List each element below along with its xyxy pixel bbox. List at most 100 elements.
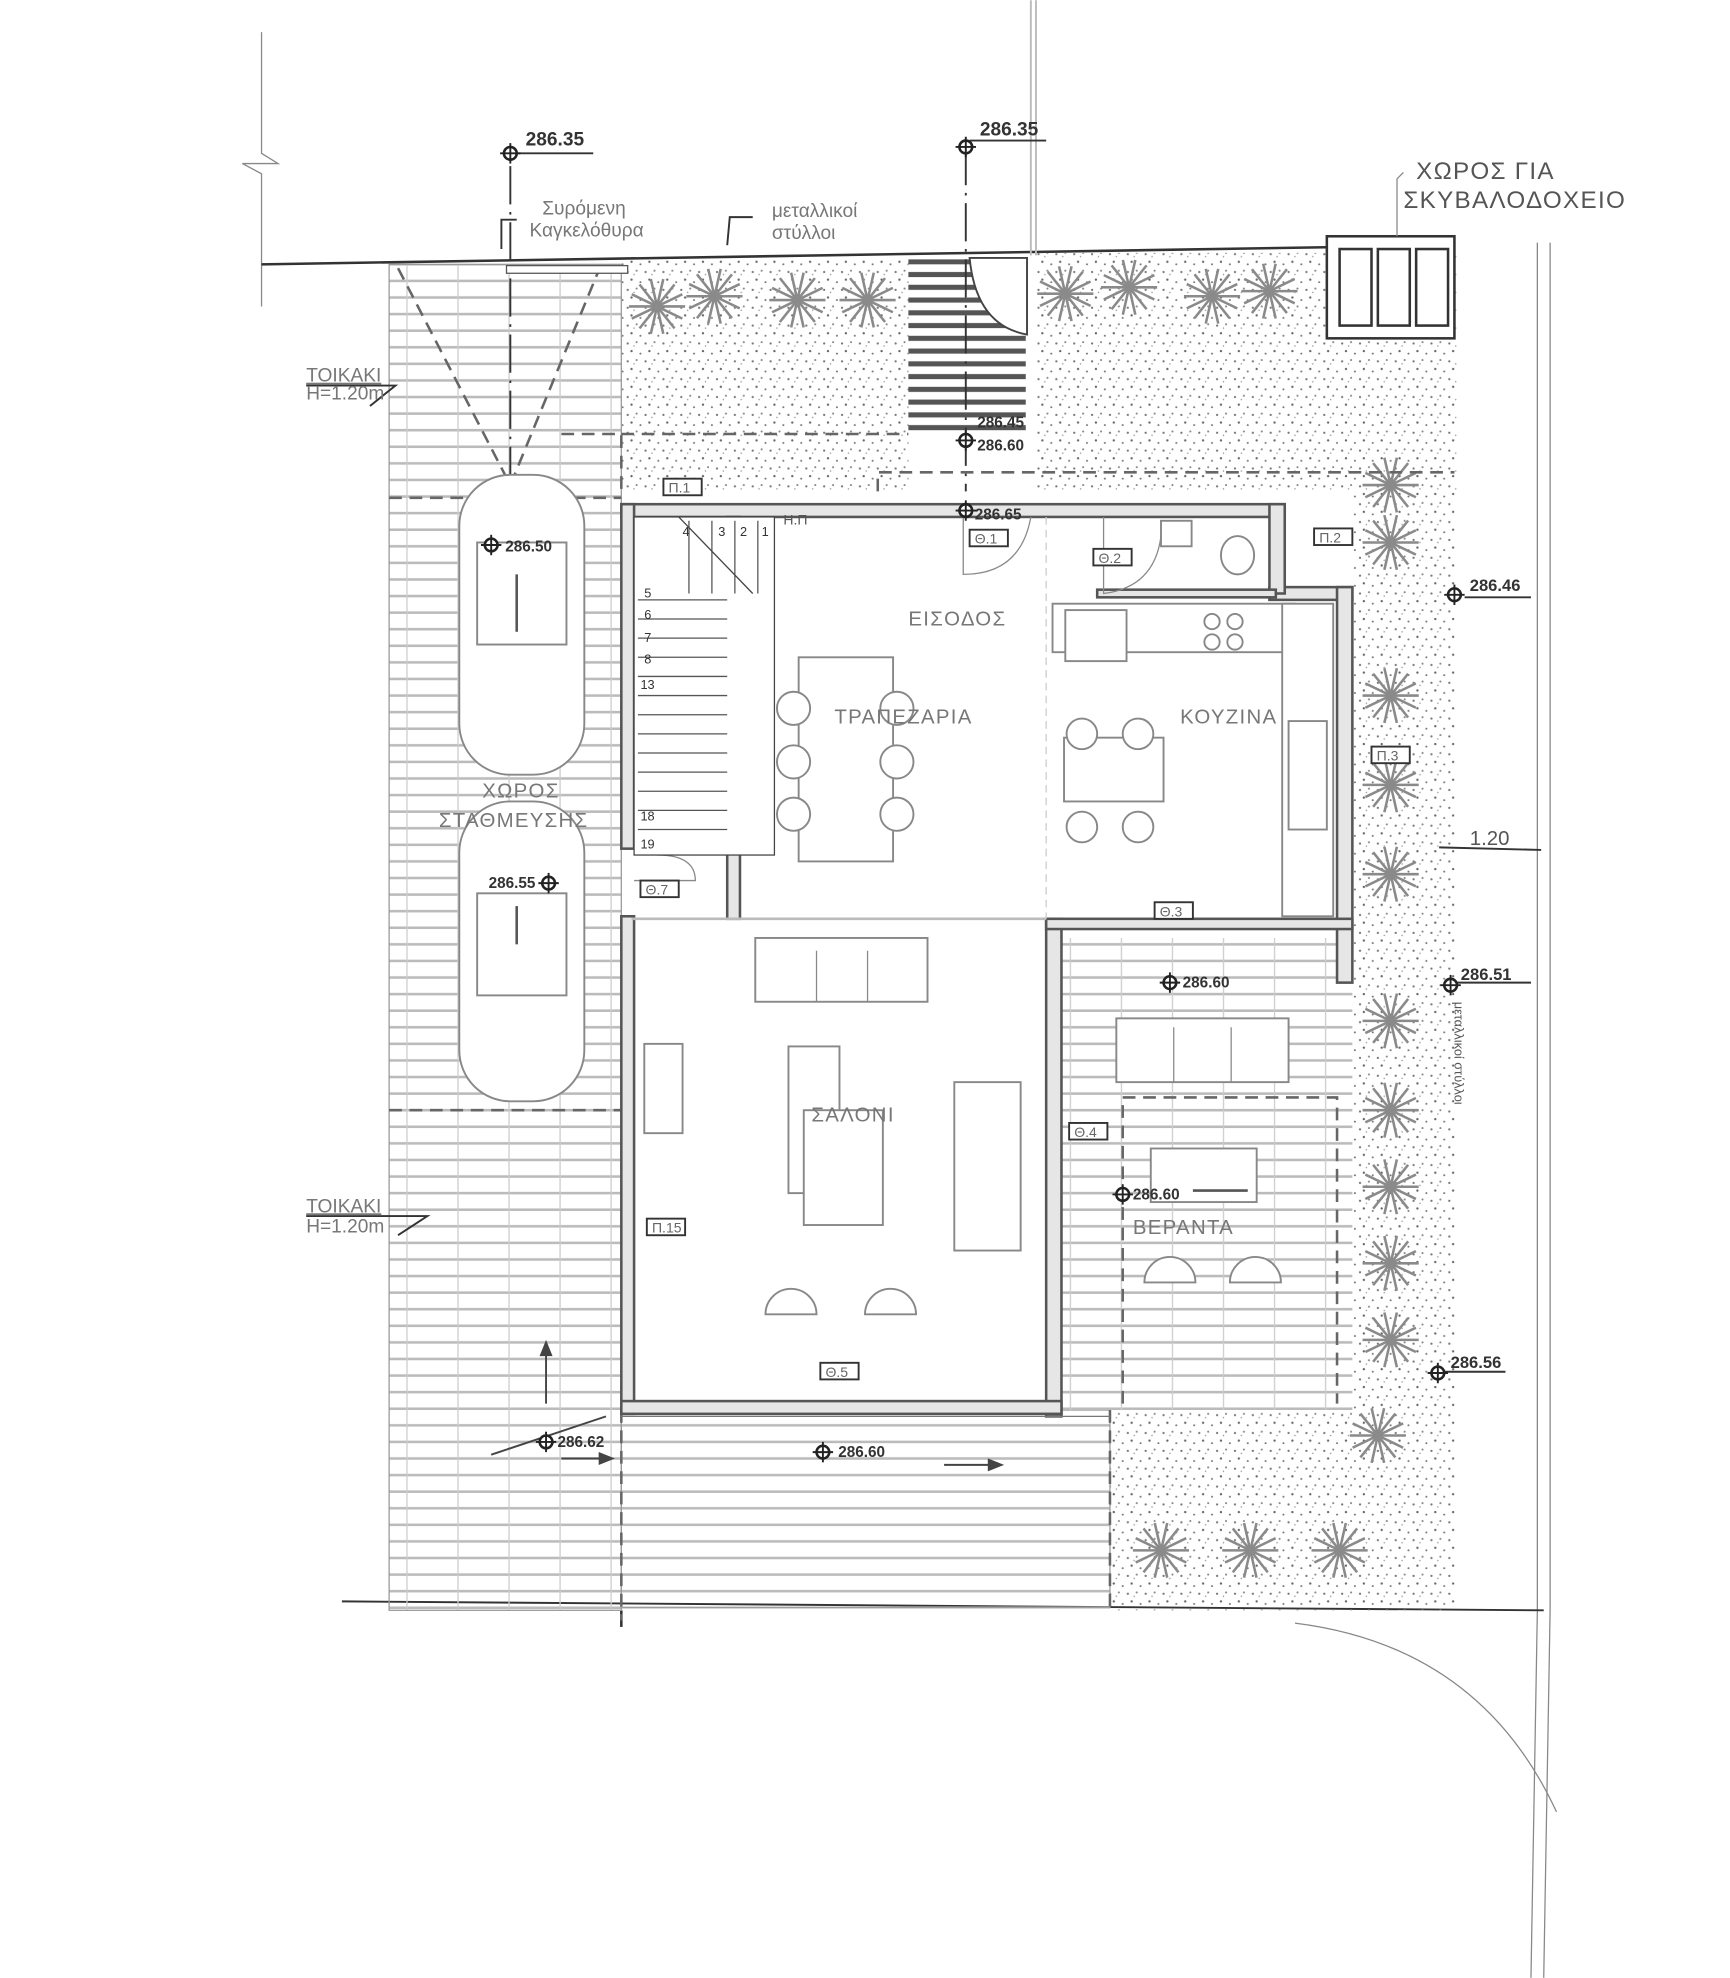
staircase [633, 516, 776, 856]
plant-icon [1241, 263, 1298, 319]
stair-number: 7 [644, 630, 651, 645]
room-dining: ΤΡΑΠΕΖΑΡΙΑ [834, 707, 972, 729]
level-stair-landing: 286.60 [977, 438, 1024, 455]
setback-dimension: 1.20 [1470, 828, 1510, 850]
note-hp: Η.Π [783, 512, 807, 528]
level-parking-2: 286.55 [489, 875, 536, 892]
level-marker-icon [500, 143, 521, 164]
level-markers [480, 136, 1465, 1463]
level-marker-icon [1112, 1184, 1133, 1205]
level-right-bottom: 286.56 [1451, 1353, 1502, 1372]
plant-icon [1362, 1159, 1419, 1215]
level-top-right: 286.35 [980, 119, 1039, 140]
tag-label: Π.2 [1319, 529, 1341, 545]
level-marker-icon [812, 1441, 834, 1463]
tag-label: Π.1 [669, 480, 691, 496]
living-furniture [643, 937, 1022, 1316]
plant-icon [1183, 268, 1241, 324]
stair-number: 6 [644, 607, 651, 622]
plant-icon [1362, 1235, 1419, 1291]
stair-number: 1 [762, 524, 769, 539]
tag-t7: Θ.7 [639, 879, 680, 899]
leader-lines [306, 139, 1542, 1373]
level-marker-icon [535, 1431, 557, 1453]
labels: 286.35 286.35 Συρόμενη Καγκελόθυρα μεταλ… [306, 119, 1626, 1461]
plant-icon [1311, 1522, 1368, 1579]
tag-label: Θ.3 [1160, 903, 1183, 919]
plant-icon [1037, 266, 1094, 322]
plant-icon [769, 272, 826, 328]
stair-number: 8 [644, 652, 651, 667]
level-marker-icon [480, 534, 502, 556]
plant-icon [1362, 514, 1419, 571]
garden-bottom-right [1109, 1410, 1455, 1611]
opening-tags: Π.1Π.2Π.3Π.15Θ.1Θ.2Θ.3Θ.4Θ.5Θ.7123456781… [639, 477, 1411, 1381]
note-wall-top-2: H=1.20m [306, 384, 384, 405]
note-bin-1: ΧΩΡΟΣ ΓΙΑ [1416, 158, 1555, 185]
plant-icon [1349, 1407, 1406, 1464]
plants [628, 259, 1419, 1579]
stair-number: 3 [718, 524, 725, 539]
stair-number: 19 [640, 837, 654, 852]
level-marker-icon [955, 136, 976, 158]
level-marker-icon [1427, 1362, 1449, 1384]
note-side-posts: μεταλλικοί στύλλοι [1451, 1002, 1466, 1105]
level-marker-icon [1444, 584, 1465, 605]
tag-p1: Π.1 [662, 477, 703, 497]
room-kitchen: ΚΟΥΖΙΝΑ [1180, 707, 1277, 729]
level-marker-icon [955, 500, 976, 521]
plant-icon [1362, 667, 1419, 724]
note-bin-2: ΣΚΥΒΑΛΟΔΟΧΕΙΟ [1403, 187, 1626, 214]
level-terrace: 286.60 [838, 1444, 885, 1461]
sliding-gate [505, 264, 629, 274]
level-parking-1: 286.50 [505, 538, 552, 555]
level-marker-icon [955, 430, 976, 451]
tag-label: Π.3 [1377, 748, 1399, 764]
level-stair-top: 286.45 [977, 415, 1024, 432]
note-wall-top-1: ΤΟΙΚΑΚΙ [306, 366, 381, 387]
plant-icon [1362, 1312, 1419, 1368]
plant-icon [1132, 1522, 1190, 1579]
note-wall-bottom-1: ΤΟΙΚΑΚΙ [306, 1196, 381, 1217]
tag-t4: Θ.4 [1068, 1122, 1109, 1141]
plant-icon [686, 268, 743, 324]
waste-bin-area [1325, 172, 1456, 340]
level-driveway: 286.62 [558, 1434, 605, 1451]
tag-t3: Θ.3 [1153, 901, 1194, 920]
tag-t2: Θ.2 [1092, 547, 1133, 567]
note-gate-2: Καγκελόθυρα [529, 220, 643, 241]
plant-icon [839, 272, 896, 328]
note-posts-2: στύλλοι [772, 223, 836, 244]
veranda-furniture [1115, 1017, 1290, 1284]
kitchen-fixtures [1051, 519, 1335, 918]
plant-icon [628, 278, 686, 335]
tag-p15: Π.15 [645, 1217, 687, 1237]
plant-icon [1362, 993, 1419, 1049]
tag-label: Θ.1 [975, 531, 998, 547]
level-entrance: 286.65 [975, 507, 1022, 524]
tag-label: Θ.5 [825, 1364, 848, 1380]
level-marker-icon [1159, 972, 1181, 993]
plant-icon [1362, 846, 1419, 902]
stair-number: 13 [640, 677, 654, 692]
tag-t1: Θ.1 [968, 528, 1009, 548]
level-marker-icon [1440, 974, 1461, 996]
level-marker-icon [538, 872, 559, 894]
tag-label: Θ.4 [1074, 1124, 1097, 1140]
tag-t5: Θ.5 [819, 1361, 860, 1381]
stair-number: 4 [683, 524, 690, 539]
stair-number: 5 [644, 585, 651, 600]
note-wall-bottom-2: H=1.20m [306, 1217, 384, 1238]
garden-right-strip [1352, 491, 1455, 1411]
tag-p2: Π.2 [1313, 527, 1354, 546]
tag-label: Θ.2 [1098, 550, 1121, 566]
dining-table [776, 656, 915, 863]
tag-label: Θ.7 [646, 882, 669, 898]
level-veranda: 286.60 [1133, 1187, 1180, 1204]
level-right-top: 286.46 [1470, 576, 1521, 595]
room-parking-1: ΧΩΡΟΣ [482, 781, 559, 803]
stair-number: 18 [640, 809, 654, 824]
level-right-mid: 286.51 [1461, 965, 1512, 984]
note-gate-1: Συρόμενη [542, 199, 626, 220]
room-veranda: ΒΕΡΑΝΤΑ [1133, 1217, 1234, 1239]
